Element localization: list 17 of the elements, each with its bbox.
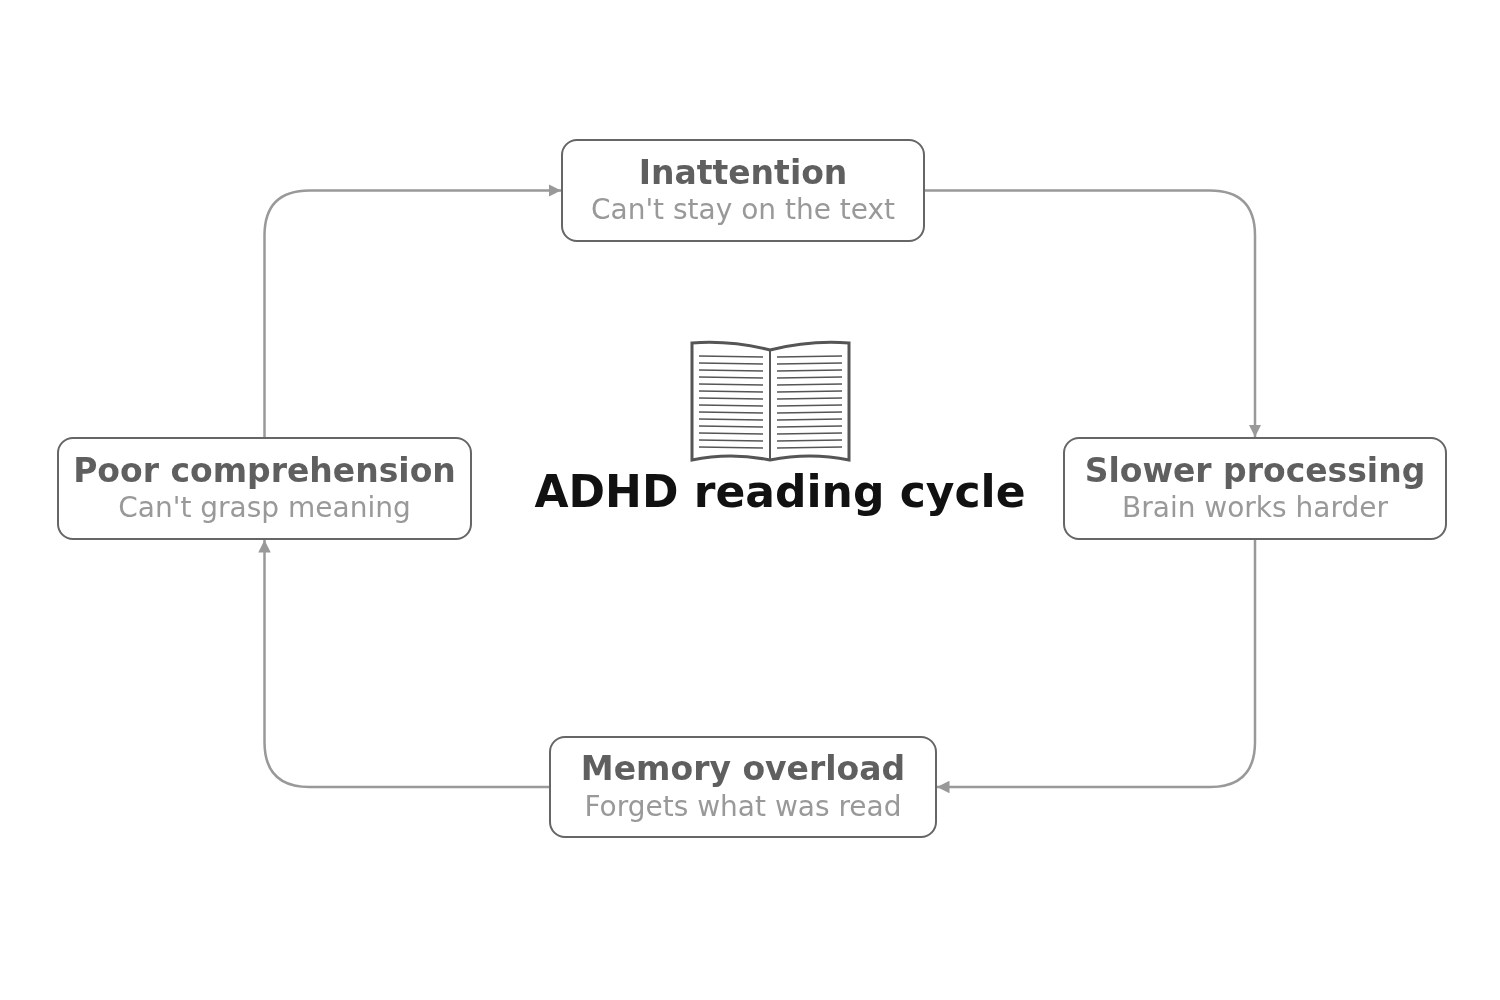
step-description: Can't grasp meaning [118,490,411,527]
arrow [263,184,561,437]
process-box [561,139,925,242]
process-box [57,437,472,540]
process-box [1063,437,1447,540]
arrow [937,540,1257,794]
step-heading: Poor comprehension [73,450,456,491]
step-description: Can't stay on the text [590,192,896,229]
step-heading: Inattention [638,152,848,193]
arrow [925,189,1262,437]
step-description: Forgets what was read [584,788,902,825]
step-heading: Slower processing [1084,450,1426,491]
diagram-title: ADHD reading cycle [533,466,1027,517]
arrow [258,540,549,789]
step-description: Brain works harder [1122,490,1388,527]
process-box [549,736,937,838]
step-heading: Memory overload [580,749,906,789]
